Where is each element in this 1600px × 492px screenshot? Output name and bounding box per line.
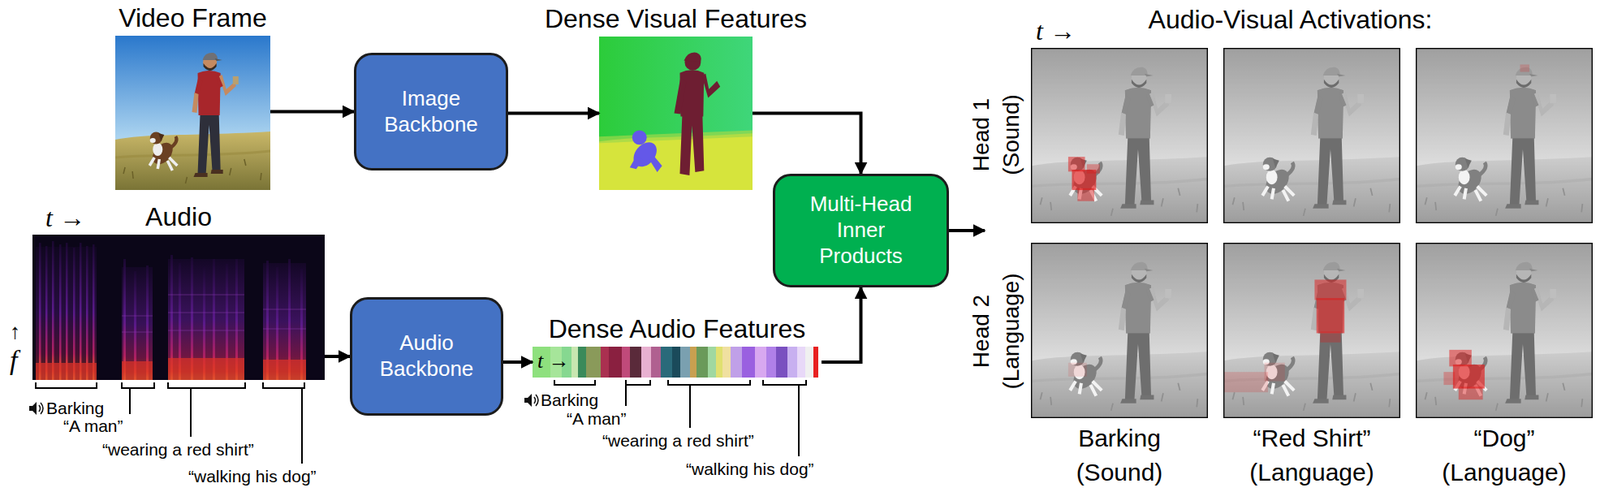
video-frame: Video Frame <box>115 35 271 190</box>
head-label: Head 1 <box>968 98 995 172</box>
feature-map: Dense Visual Features <box>599 36 753 190</box>
time-axis: t → <box>1035 16 1076 47</box>
head-label: Head 2 <box>968 294 995 368</box>
frequency-axis: f <box>9 344 18 376</box>
segment-label: “walking his dog” <box>188 466 317 487</box>
time-axis: t → <box>45 202 86 233</box>
segment-label: “walking his dog” <box>685 459 815 479</box>
time-axis: t → <box>537 349 570 374</box>
column-label: “Red Shirt” <box>1252 424 1371 453</box>
node-heading: Image Backbone <box>370 86 492 138</box>
column-label: (Language) <box>1441 458 1566 488</box>
segment-label: “A man” <box>566 409 627 429</box>
flow-arrow <box>948 228 985 233</box>
flow-arrow <box>752 113 862 175</box>
visual-feature-map <box>599 36 753 190</box>
spectrogram-panel: Audio <box>32 234 325 380</box>
speaker-icon <box>29 401 44 415</box>
segment-label: “wearing a red shirt” <box>102 439 255 460</box>
speaker-icon <box>524 393 539 407</box>
segment-label: Barking <box>46 398 104 419</box>
node-heading: Multi-Head Inner Products <box>800 191 923 269</box>
activation-map <box>1030 242 1208 419</box>
node-heading: Dense Visual Features <box>544 4 807 35</box>
flow-arrow <box>270 110 354 114</box>
feature-bar: Dense Audio Features <box>532 346 822 378</box>
flow-arrow <box>324 354 350 358</box>
node-heading: Audio <box>145 202 212 233</box>
segment-label: “A man” <box>63 416 124 436</box>
head-label: (Sound) <box>998 94 1025 176</box>
axis-arrow: ↑ <box>9 319 21 345</box>
column-label: (Sound) <box>1076 458 1164 488</box>
node-heading: Dense Audio Features <box>548 314 807 345</box>
activation-map <box>1415 47 1593 224</box>
activation-map <box>1030 47 1208 224</box>
column-label: Barking <box>1078 424 1161 453</box>
flow-arrow <box>508 112 600 116</box>
activation-group: Audio-Visual Activations: <box>984 4 1596 488</box>
activation-map <box>1223 242 1401 419</box>
spectrogram <box>32 234 325 380</box>
backbone-box: Audio Backbone <box>349 297 504 416</box>
column-label: “Dog” <box>1473 424 1535 453</box>
column-label: (Language) <box>1249 458 1374 488</box>
audio-feature-bar <box>532 346 822 378</box>
node-heading: Video Frame <box>118 3 268 34</box>
flow-arrow <box>503 360 533 364</box>
head-label: (Language) <box>998 272 1025 389</box>
activation-map <box>1223 47 1401 224</box>
flow-arrow <box>821 287 862 363</box>
node-heading: Audio Backbone <box>366 330 488 382</box>
video-frame-photo <box>115 35 271 190</box>
node-heading: Audio-Visual Activations: <box>984 4 1596 35</box>
backbone-box: Image Backbone <box>353 52 509 171</box>
segment-label: Barking <box>540 390 599 410</box>
inner-product-box: Multi-Head Inner Products <box>772 173 949 288</box>
activation-map <box>1415 242 1593 419</box>
segment-label: “wearing a red shirt” <box>602 431 755 451</box>
